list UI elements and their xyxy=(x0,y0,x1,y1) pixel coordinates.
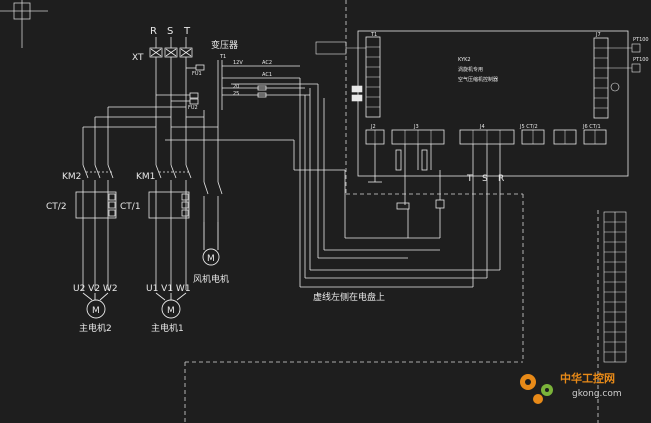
motor1-label: 主电机1 xyxy=(151,322,184,334)
fuse-fu2: FU2 xyxy=(188,105,198,111)
motor1-terminals: U1 V1 W1 xyxy=(146,284,191,294)
tsr-t-label: T xyxy=(466,174,473,184)
fuse-ac1: AC1 xyxy=(262,72,272,78)
controller-desc2: 空气压缩机控制器 xyxy=(458,76,498,83)
transformer-title: 变压器 xyxy=(211,39,238,51)
motor2-label: 主电机2 xyxy=(79,322,112,334)
phase-r-label: R xyxy=(150,26,157,37)
tap-12v: 12V xyxy=(233,60,243,66)
watermark-sub: gkong.com xyxy=(572,389,622,399)
transformer xyxy=(189,60,310,110)
ucs-crosshair-icon xyxy=(0,0,48,48)
controller-desc1: 涡旋机专用 xyxy=(458,66,483,73)
right-terminal-strip xyxy=(603,211,627,363)
fuse-fu1: FU1 xyxy=(192,71,202,77)
ct2-label: CT/2 xyxy=(46,202,67,212)
fan-motor-label: 风机电机 xyxy=(193,273,229,285)
motor-symbols xyxy=(82,222,220,319)
fan-contactor xyxy=(203,181,223,222)
fan-motor-symbol: M xyxy=(207,254,215,264)
port-j7: J7 xyxy=(595,32,601,38)
transformer-id: T1 xyxy=(219,54,226,60)
watermark-logo: 中华工控网 gkong.com xyxy=(520,371,622,404)
pt100-1-label: PT100 xyxy=(633,37,649,43)
overload-relays xyxy=(75,191,190,219)
km2-label: KM2 xyxy=(62,172,81,182)
motor1-symbol: M xyxy=(167,306,175,316)
input-relay xyxy=(315,41,366,102)
controller-pins-right xyxy=(594,47,608,109)
port-j6: J6 CT/1 xyxy=(582,124,601,130)
phase-s-label: S xyxy=(167,26,173,37)
phase-t-label: T xyxy=(183,26,191,37)
km1-label: KM1 xyxy=(136,172,155,182)
port-t1: T1 xyxy=(370,32,377,38)
port-j3: J3 xyxy=(413,124,419,130)
note-text: 虚线左侧在电盘上 xyxy=(313,291,385,303)
dashed-boundaries xyxy=(184,0,599,423)
controller-pins-bottom xyxy=(374,130,596,144)
control-wiring xyxy=(165,78,501,288)
tsr-s-label: S xyxy=(482,174,488,184)
fuse-ac2: AC2 xyxy=(262,60,272,66)
motor2-symbol: M xyxy=(92,306,100,316)
port-j5: J5 CT/2 xyxy=(519,124,538,130)
pt100-2-label: PT100 xyxy=(633,57,649,63)
tap-25: 25 xyxy=(233,91,239,97)
ct1-label: CT/1 xyxy=(120,202,141,212)
phase-labels: R S T XT xyxy=(132,26,191,63)
pt100-sensors xyxy=(608,43,641,92)
tap-20: 20 xyxy=(233,84,239,90)
terminal-block-label: XT xyxy=(132,53,144,63)
motor2-terminals: U2 V2 W2 xyxy=(73,284,118,294)
contactor-contacts xyxy=(82,164,192,290)
watermark-main: 中华工控网 xyxy=(560,371,615,385)
controller-model: KYK2 xyxy=(458,57,471,63)
power-bus-wiring xyxy=(82,57,219,182)
port-j2: J2 xyxy=(370,124,376,130)
tsr-r-label: R xyxy=(498,174,504,184)
port-j4: J4 xyxy=(479,124,485,130)
controller-pins-left xyxy=(366,46,380,108)
